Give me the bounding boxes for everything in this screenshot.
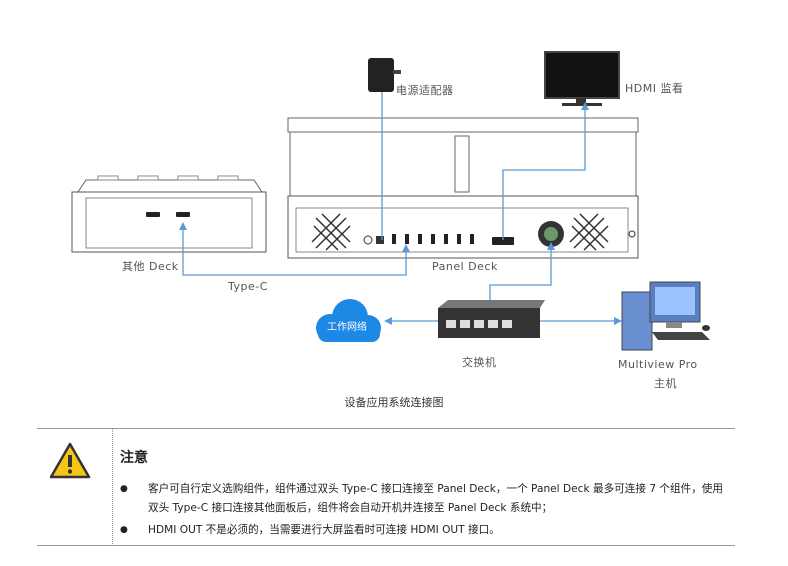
warning-icon [49, 442, 91, 479]
monitor-icon [544, 51, 620, 106]
note-title: 注意 [120, 450, 148, 466]
diagram-caption: 设备应用系统连接图 [344, 396, 444, 409]
switch-label: 交换机 [462, 356, 497, 369]
note-item: ● HDMI OUT 不是必须的，当需要进行大屏监看时可连接 HDMI OUT … [120, 521, 730, 540]
note-item: ● 客户可自行定义选购组件，组件通过双头 Type-C 接口连接至 Panel … [120, 480, 730, 518]
cloud-icon [316, 299, 381, 342]
cloud-label: 工作网络 [327, 322, 367, 333]
panel-deck-label: Panel Deck [432, 260, 498, 273]
connection-diagram [71, 51, 710, 351]
type-c-label: Type-C [228, 280, 268, 293]
host-label-line2: 主机 [654, 377, 677, 390]
host-label-line1: Multiview Pro [618, 358, 698, 371]
note-box [37, 428, 735, 546]
other-deck-label: 其他 Deck [122, 260, 179, 273]
power-adapter-label: 电源适配器 [396, 84, 454, 97]
bullet-icon: ● [120, 525, 128, 535]
bullet-icon: ● [120, 484, 128, 494]
switch-icon [438, 300, 545, 338]
panel-deck-device [287, 117, 639, 259]
power-adapter-icon [368, 58, 401, 92]
note-divider [112, 428, 113, 546]
host-computer-icon [621, 281, 710, 351]
hdmi-monitor-label: HDMI 监看 [625, 82, 684, 95]
other-deck-device [71, 175, 267, 253]
